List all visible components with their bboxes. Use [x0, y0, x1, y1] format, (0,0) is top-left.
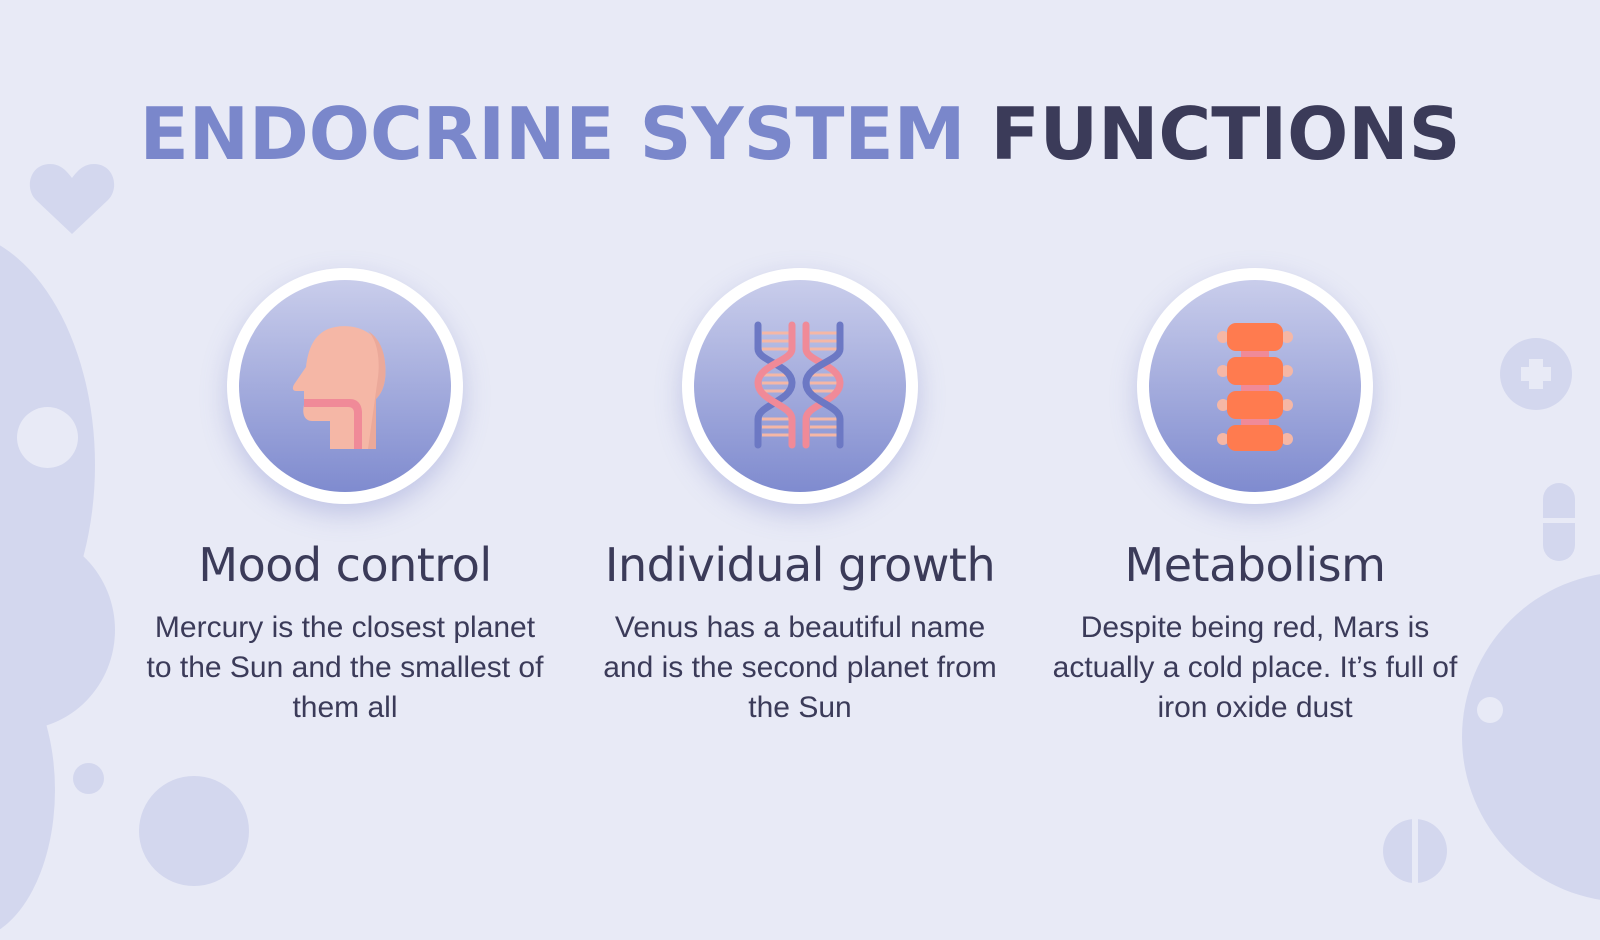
circle-decoration — [139, 776, 249, 886]
head-throat-icon — [292, 326, 386, 449]
left-hole-decoration — [17, 407, 78, 468]
title-dark: FUNCTIONS — [990, 92, 1461, 176]
title-accent: ENDOCRINE SYSTEM — [139, 92, 966, 176]
pill-tablet-icon — [1383, 818, 1447, 889]
spine-icon — [1217, 323, 1293, 451]
card-text: Despite being red, Mars is actually a co… — [1052, 611, 1458, 724]
page-title: ENDOCRINE SYSTEM FUNCTIONS — [0, 92, 1600, 176]
icon-disc — [694, 280, 906, 492]
card-metabolism: Metabolism Despite being red, Mars is ac… — [1045, 268, 1465, 728]
card-heading: Metabolism — [1124, 538, 1386, 592]
card-text: Mercury is the closest planet to the Sun… — [146, 611, 544, 724]
dna-icon — [754, 321, 844, 449]
icon-ring — [682, 268, 918, 504]
icon-disc — [239, 280, 451, 492]
icon-ring — [227, 268, 463, 504]
small-dot-decoration — [73, 763, 104, 794]
right-hole-decoration — [1477, 697, 1503, 723]
card-individual-growth: Individual growth Venus has a beautiful … — [590, 268, 1010, 728]
card-text: Venus has a beautiful name and is the se… — [603, 611, 997, 724]
card-mood-control: Mood control Mercury is the closest plan… — [135, 268, 555, 728]
icon-ring — [1137, 268, 1373, 504]
card-heading: Individual growth — [604, 538, 996, 592]
heart-icon — [28, 160, 116, 241]
capsule-icon — [1543, 483, 1575, 566]
right-blob-decoration — [1462, 572, 1600, 902]
card-heading: Mood control — [198, 538, 492, 592]
medical-cross-icon — [1499, 337, 1573, 416]
icon-disc — [1149, 280, 1361, 492]
